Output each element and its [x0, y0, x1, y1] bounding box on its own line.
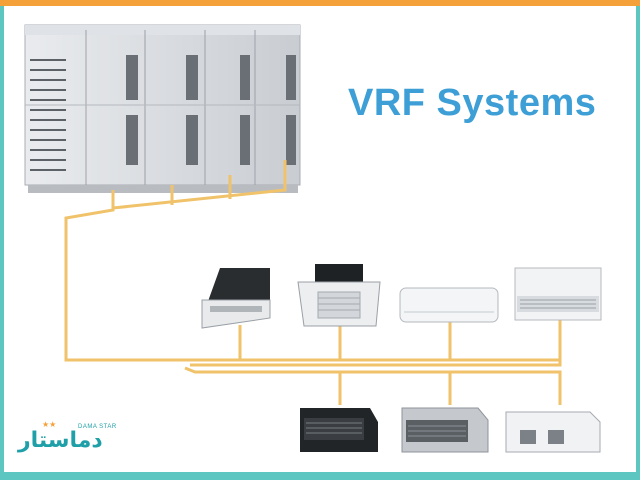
brand-logo: ★★ دماستار DAMA STAR	[18, 420, 118, 460]
left-accent-bar	[0, 6, 4, 472]
logo-subtext: DAMA STAR	[78, 424, 117, 430]
top-accent-bar	[0, 0, 640, 6]
ceiling-floor-unit	[514, 267, 602, 321]
wall-mounted-unit	[399, 287, 499, 323]
slim-duct-unit	[401, 407, 489, 453]
medium-static-duct-unit	[505, 411, 601, 453]
bottom-accent-bar	[0, 472, 640, 480]
logo-text: دماستار	[18, 428, 103, 453]
outdoor-unit	[24, 24, 301, 193]
logo-stars: ★★	[42, 420, 57, 429]
four-way-cassette-unit	[297, 264, 381, 327]
one-way-cassette-unit	[201, 268, 271, 329]
refrigerant-pipes	[64, 160, 562, 405]
high-static-duct-unit	[300, 408, 378, 452]
right-accent-bar	[636, 6, 640, 472]
page-title: VRF Systems	[348, 82, 597, 124]
